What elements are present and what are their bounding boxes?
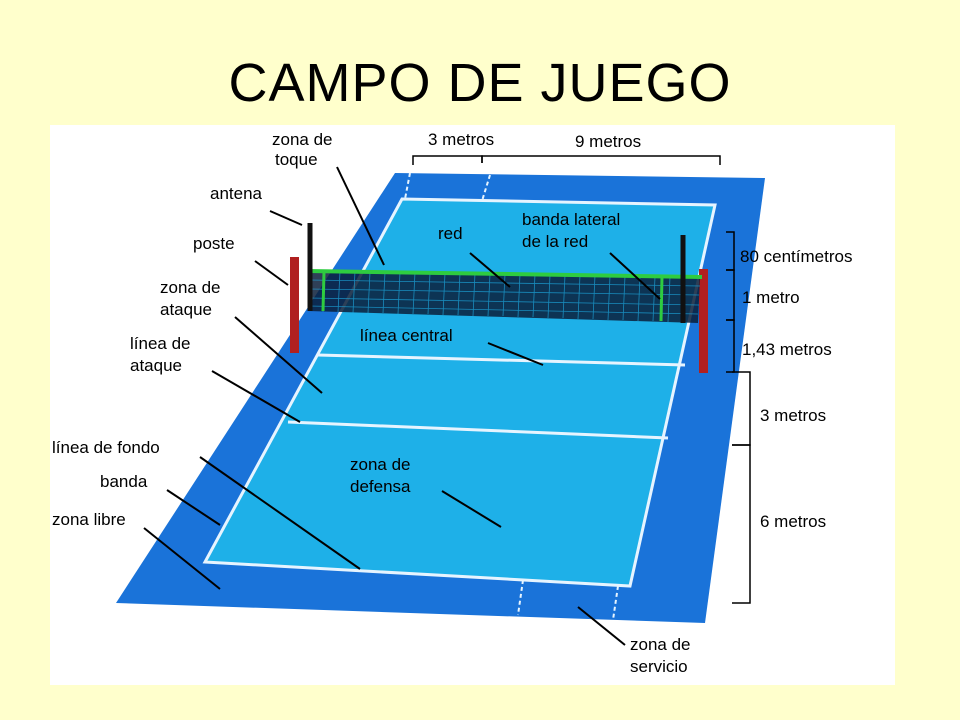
label-zona-de-defensa-1: zona de [350, 455, 411, 474]
court-diagram: zona de toque antena poste zona de ataqu… [50, 125, 895, 685]
net-height-bracket [726, 231, 735, 373]
label-banda-lateral-2: de la red [522, 232, 588, 251]
top-service-line-1 [404, 172, 411, 200]
leader-lines [143, 166, 661, 646]
side-bracket [732, 371, 751, 604]
label-linea-de-ataque-2: ataque [130, 356, 182, 375]
page-title: CAMPO DE JUEGO [228, 53, 732, 113]
court-boundary [202, 197, 717, 588]
label-zona-de-servicio-2: servicio [630, 657, 688, 676]
bottom-service-line-1 [517, 579, 524, 616]
dim-top-9m: 9 metros [575, 132, 641, 151]
dim-net-80cm: 80 centímetros [740, 247, 852, 266]
label-banda: banda [100, 472, 148, 491]
bottom-service-line-2 [612, 585, 619, 621]
court-svg: zona de toque antena poste zona de ataqu… [52, 130, 852, 676]
label-antena: antena [210, 184, 263, 203]
net [307, 269, 703, 323]
center-line [317, 353, 686, 367]
label-zona-de-toque-1: zona de [272, 130, 333, 149]
attack-line [287, 420, 669, 440]
label-poste: poste [193, 234, 235, 253]
label-banda-lateral-1: banda lateral [522, 210, 620, 229]
label-zona-de-ataque-1: zona de [160, 278, 221, 297]
dim-net-1m: 1 metro [742, 288, 800, 307]
label-zona-de-toque-2: toque [275, 150, 318, 169]
post-right [699, 269, 708, 373]
label-red: red [438, 224, 463, 243]
dim-top-3m: 3 metros [428, 130, 494, 149]
label-zona-libre: zona libre [52, 510, 126, 529]
label-zona-de-servicio-1: zona de [630, 635, 691, 654]
top-bracket [412, 155, 721, 165]
post-left [290, 257, 299, 353]
label-zona-de-defensa-2: defensa [350, 477, 411, 496]
dim-net-143m: 1,43 metros [742, 340, 832, 359]
dim-side-3m: 3 metros [760, 406, 826, 425]
dim-side-6m: 6 metros [760, 512, 826, 531]
top-service-line-2 [481, 174, 491, 202]
label-linea-de-fondo: línea de fondo [52, 438, 160, 457]
label-zona-de-ataque-2: ataque [160, 300, 212, 319]
label-linea-de-ataque-1: línea de [130, 334, 191, 353]
label-linea-central: línea central [360, 326, 453, 345]
